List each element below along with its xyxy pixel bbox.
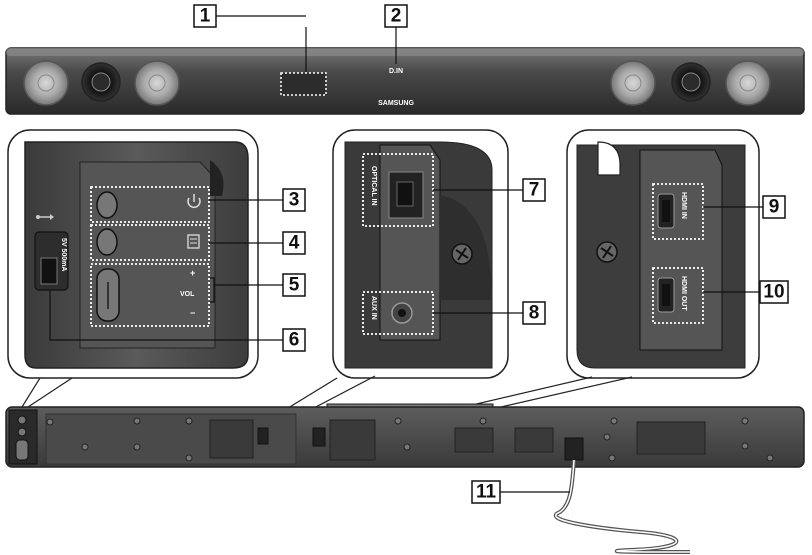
callout-4: 4: [282, 231, 306, 255]
vol-label: VOL: [180, 291, 195, 298]
callout-number: 7: [529, 180, 540, 201]
optical-port[interactable]: [388, 171, 424, 219]
callout-number: 3: [289, 190, 300, 211]
rear-view: [5, 403, 805, 554]
callout-number: 8: [529, 303, 540, 324]
detail-optical-aux: OPTICAL IN AUX IN: [332, 129, 523, 379]
function-button[interactable]: [96, 228, 118, 256]
front-right-woofer-2: [725, 60, 771, 106]
callout-number: 6: [289, 330, 300, 351]
front-left-woofer-1: [23, 60, 69, 106]
hdmi-in-label: HDMI IN: [680, 192, 687, 219]
callout-number: 1: [200, 6, 211, 27]
vol-minus: −: [190, 308, 195, 318]
callout-1: 1: [193, 4, 306, 28]
optical-label: OPTICAL IN: [370, 166, 377, 206]
callout-number: 5: [289, 275, 300, 296]
callout-2: 2: [384, 4, 408, 28]
callout-3: 3: [282, 188, 306, 212]
din-mark: D.IN: [389, 68, 403, 75]
front-left-woofer-2: [134, 60, 180, 106]
callout-number: 11: [476, 482, 497, 503]
callout-8: 8: [522, 301, 546, 325]
front-view: D.IN SAMSUNG: [5, 27, 805, 115]
callout-7: 7: [522, 178, 546, 202]
power-icon: [187, 194, 201, 208]
power-cord-inlet: [564, 437, 584, 461]
front-right-woofer-1: [610, 60, 656, 106]
aux-label: AUX IN: [370, 296, 377, 320]
display-panel: [280, 72, 327, 96]
brand-logo: SAMSUNG: [378, 100, 414, 107]
hdmi-out-label: HDMI OUT: [680, 276, 687, 311]
usb-rating: 5V 500mA: [60, 238, 67, 271]
callout-number: 4: [289, 233, 300, 254]
callout-5: 5: [282, 273, 306, 297]
usb-port[interactable]: 5V 500mA: [34, 231, 69, 291]
rear-screws: [46, 417, 774, 462]
callout-9: 9: [762, 195, 786, 219]
usb-icon: [36, 214, 54, 220]
callout-10: 10: [759, 280, 789, 304]
callout-6: 6: [282, 328, 306, 352]
detail-hdmi: HDMI IN HDMI OUT: [566, 129, 763, 379]
callout-11: 11: [471, 480, 501, 504]
power-button[interactable]: [96, 191, 118, 219]
callout-number: 9: [769, 197, 780, 218]
power-cord: [553, 459, 691, 554]
function-icon: [187, 234, 200, 249]
callout-number: 10: [763, 282, 784, 303]
vol-plus: +: [190, 268, 195, 278]
callout-number: 2: [391, 6, 402, 27]
detail-side-controls: 5V 500mA + VOL −: [7, 129, 283, 379]
